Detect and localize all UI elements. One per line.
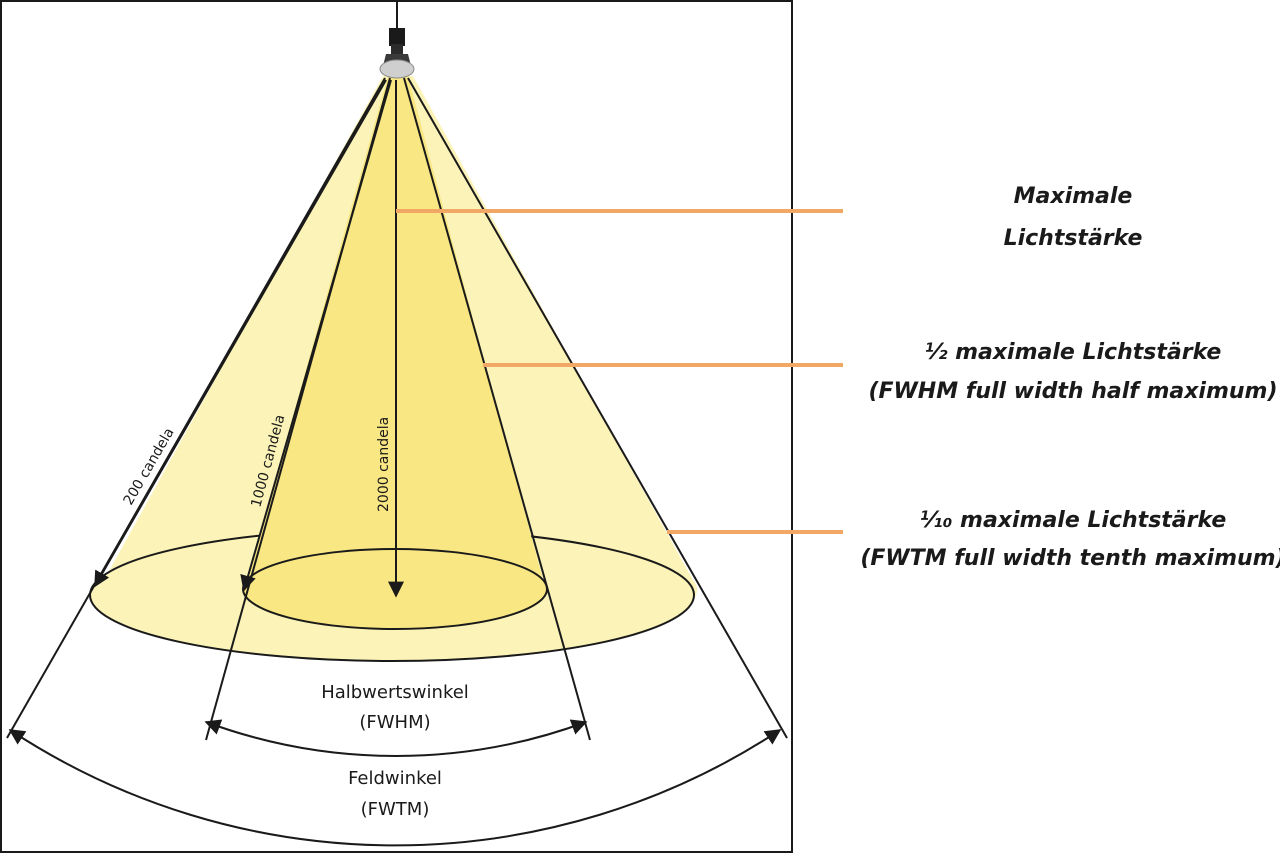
- legend-half-line1: ½ maximale Lichtstärke: [925, 340, 1222, 365]
- arrow-200-candela: [94, 79, 387, 588]
- legend-max-line2: Lichtstärke: [1004, 226, 1143, 251]
- legend-max-line1: Maximale: [1014, 184, 1133, 209]
- outer-cone-right-edge: [407, 77, 788, 739]
- inner-cone-right-edge: [403, 77, 591, 741]
- fwhm-angle-label: Halbwertswinkel: [321, 682, 469, 703]
- legend-half-line2: (FWHM full width half maximum): [868, 379, 1277, 404]
- fwtm-angle-arc: [8, 729, 782, 847]
- fwtm-angle-label: Feldwinkel: [348, 768, 442, 789]
- fwtm-angle-abbrev: (FWTM): [361, 799, 430, 820]
- legend-tenth-line2: (FWTM full width tenth maximum): [860, 546, 1280, 571]
- label-2000-candela: 2000 candela: [376, 417, 392, 512]
- arrow-1000-candela: [240, 79, 392, 592]
- outer-cone-left-edge: [6, 77, 386, 739]
- lamp-icon: [379, 0, 415, 79]
- legend-tenth-line1: ⅒ maximale Lichtstärke: [920, 508, 1227, 533]
- fwhm-angle-abbrev: (FWHM): [359, 712, 430, 733]
